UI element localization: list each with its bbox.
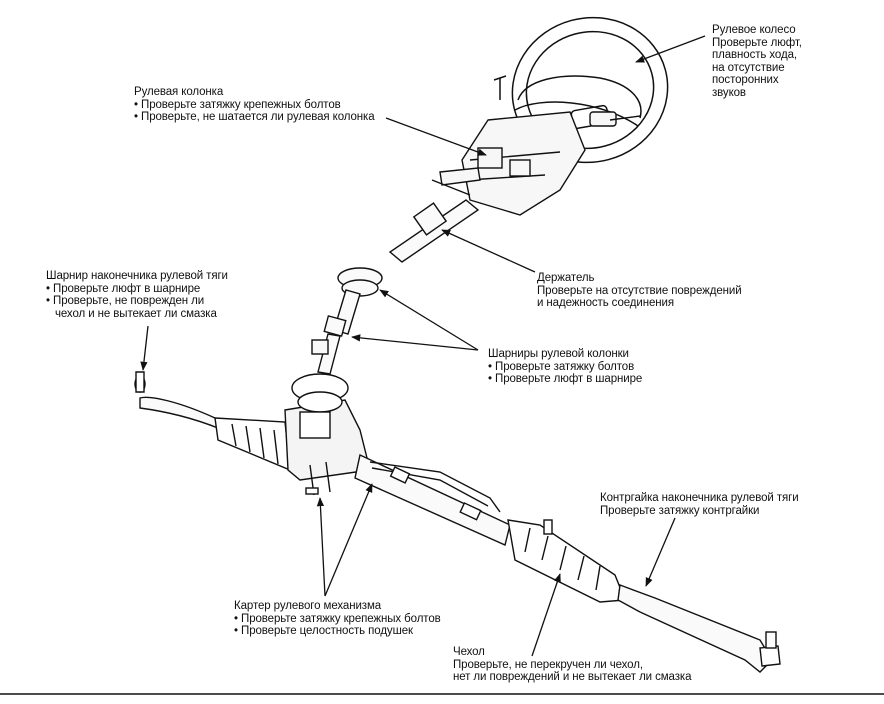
- label-boot-line: Проверьте, не перекручен ли чехол,: [453, 658, 643, 671]
- label-steering-wheel-line: звуков: [712, 86, 746, 99]
- label-holder-title: Держатель: [537, 272, 595, 284]
- label-steering-column: Рулевая колонка Проверьте затяжку крепеж…: [134, 86, 375, 124]
- label-steering-column-line: Проверьте затяжку крепежных болтов: [134, 99, 375, 112]
- label-tie-rod-joint-line: Проверьте, не поврежден ли: [46, 295, 228, 308]
- label-boot: Чехол Проверьте, не перекручен ли чехол,…: [453, 646, 691, 684]
- label-boot-title: Чехол: [453, 646, 485, 658]
- label-steering-wheel: Рулевое колесо Проверьте люфт, плавность…: [712, 24, 802, 99]
- label-steering-wheel-line: на отсутствие: [712, 61, 785, 74]
- label-locknut-title: Контргайка наконечника рулевой тяги: [600, 492, 799, 504]
- label-steering-column-title: Рулевая колонка: [134, 86, 224, 98]
- label-holder-line: Проверьте на отсутствие повреждений: [537, 284, 742, 297]
- label-steering-column-line: Проверьте, не шатается ли рулевая колонк…: [134, 111, 375, 124]
- steering-rack-illustration: [134, 371, 781, 673]
- intermediate-shaft-illustration: [311, 199, 480, 375]
- label-holder-line: и надежность соединения: [537, 297, 674, 309]
- label-tie-rod-joint: Шарнир наконечника рулевой тяги Проверьт…: [46, 270, 228, 320]
- label-boot-line: нет ли повреждений и не вытекает ли смаз…: [453, 671, 692, 683]
- label-steering-wheel-line: Проверьте люфт,: [712, 36, 802, 49]
- label-tie-rod-joint-line: чехол и не вытекает ли смазка: [55, 307, 217, 320]
- label-gear-housing-line: Проверьте целостность подушек: [234, 625, 441, 638]
- label-locknut-line: Проверьте затяжку контргайки: [600, 504, 760, 517]
- label-steering-wheel-line: плавность хода,: [712, 49, 797, 61]
- leader-lines: [140, 35, 706, 657]
- label-column-joints-line: Проверьте затяжку болтов: [488, 361, 642, 374]
- label-holder: Держатель Проверьте на отсутствие повреж…: [537, 272, 742, 310]
- label-locknut: Контргайка наконечника рулевой тяги Пров…: [600, 492, 799, 517]
- steering-column-illustration: [431, 111, 641, 216]
- label-column-joints: Шарниры рулевой колонки Проверьте затяжк…: [488, 348, 642, 386]
- label-steering-wheel-line: посторонних: [712, 74, 779, 86]
- label-column-joints-title: Шарниры рулевой колонки: [488, 348, 629, 360]
- label-column-joints-line: Проверьте люфт в шарнире: [488, 373, 642, 386]
- label-steering-wheel-title: Рулевое колесо: [712, 24, 796, 36]
- label-gear-housing-title: Картер рулевого механизма: [234, 600, 382, 612]
- label-tie-rod-joint-title: Шарнир наконечника рулевой тяги: [46, 270, 228, 282]
- label-gear-housing: Картер рулевого механизма Проверьте затя…: [234, 600, 441, 638]
- label-gear-housing-line: Проверьте затяжку крепежных болтов: [234, 613, 441, 626]
- label-tie-rod-joint-line: Проверьте люфт в шарнире: [46, 283, 228, 296]
